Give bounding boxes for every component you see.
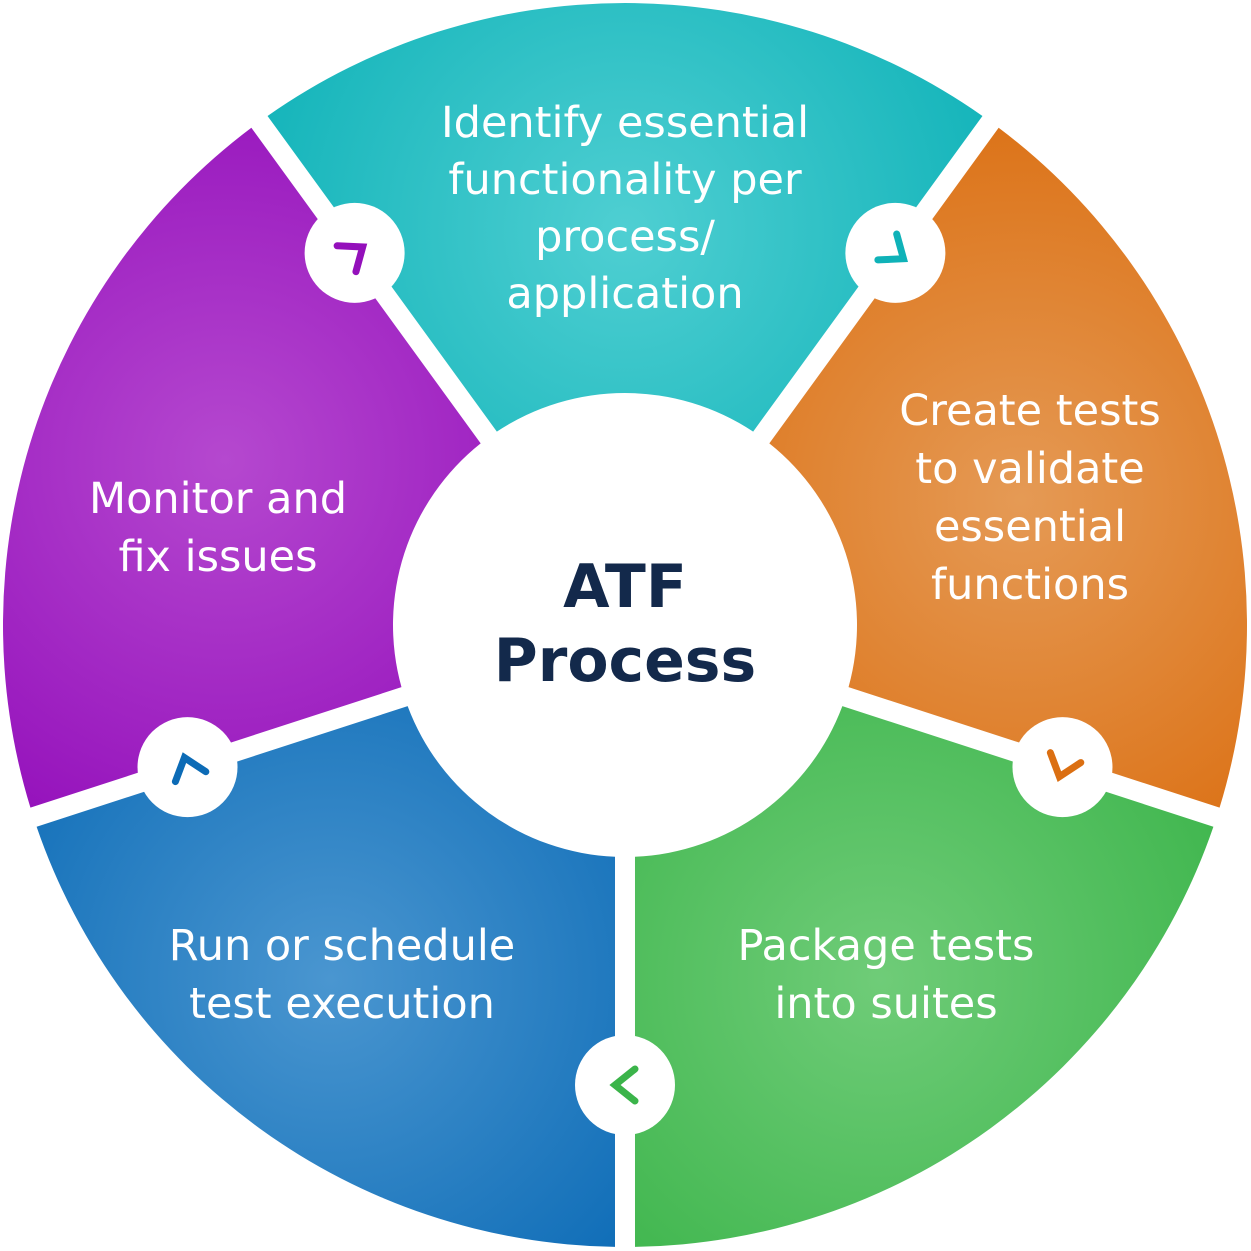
segment-package [634, 706, 1214, 1247]
labels-layer: Identify essential functionality per proce… [89, 98, 1161, 1029]
connector-dot [137, 717, 238, 818]
connector-dot [304, 202, 405, 303]
step-label-line: to validate [915, 444, 1145, 494]
step-label-line: essential [934, 502, 1126, 552]
chevron-icon [609, 1065, 639, 1105]
connector-run-monitor [137, 717, 238, 818]
step-label-line: fix issues [118, 532, 317, 582]
step-label-monitor: Monitor and fix issues [89, 474, 347, 582]
step-label-create: Create tests to validate essential function… [899, 386, 1161, 610]
step-label-line: Run or schedule [169, 921, 515, 971]
step-label-line: process/ [535, 212, 715, 262]
step-label-package: Package tests into suites [738, 921, 1035, 1029]
connector-create-package [1012, 717, 1113, 818]
step-label-line: functionality per [448, 155, 802, 205]
center-title-line: Process [494, 626, 756, 696]
step-label-line: Identify essential [441, 98, 809, 148]
chevron-icon [874, 230, 909, 264]
connector-dot [1012, 717, 1113, 818]
step-label-line: functions [931, 560, 1129, 610]
step-label-identify: Identify essential functionality per proce… [441, 98, 809, 319]
chevron-icon [333, 242, 368, 276]
connectors-layer [137, 202, 1113, 1135]
connector-package-run [575, 1035, 675, 1135]
connector-identify-create [845, 202, 946, 303]
segment-identify [267, 3, 983, 432]
chevron-icon [171, 752, 210, 786]
step-label-line: Monitor and [89, 474, 347, 524]
step-label-line: application [506, 269, 743, 319]
connector-monitor-identify [304, 202, 405, 303]
center-title-line: ATF [563, 552, 687, 622]
step-label-line: into suites [774, 979, 997, 1029]
segment-run [36, 706, 616, 1247]
step-label-run: Run or schedule test execution [169, 921, 515, 1029]
step-label-line: test execution [189, 979, 495, 1029]
connector-dot [575, 1035, 675, 1135]
connector-dot [845, 202, 946, 303]
chevron-icon [1046, 749, 1085, 782]
center-circle [397, 397, 853, 853]
step-label-line: Create tests [899, 386, 1161, 436]
step-label-line: Package tests [738, 921, 1035, 971]
